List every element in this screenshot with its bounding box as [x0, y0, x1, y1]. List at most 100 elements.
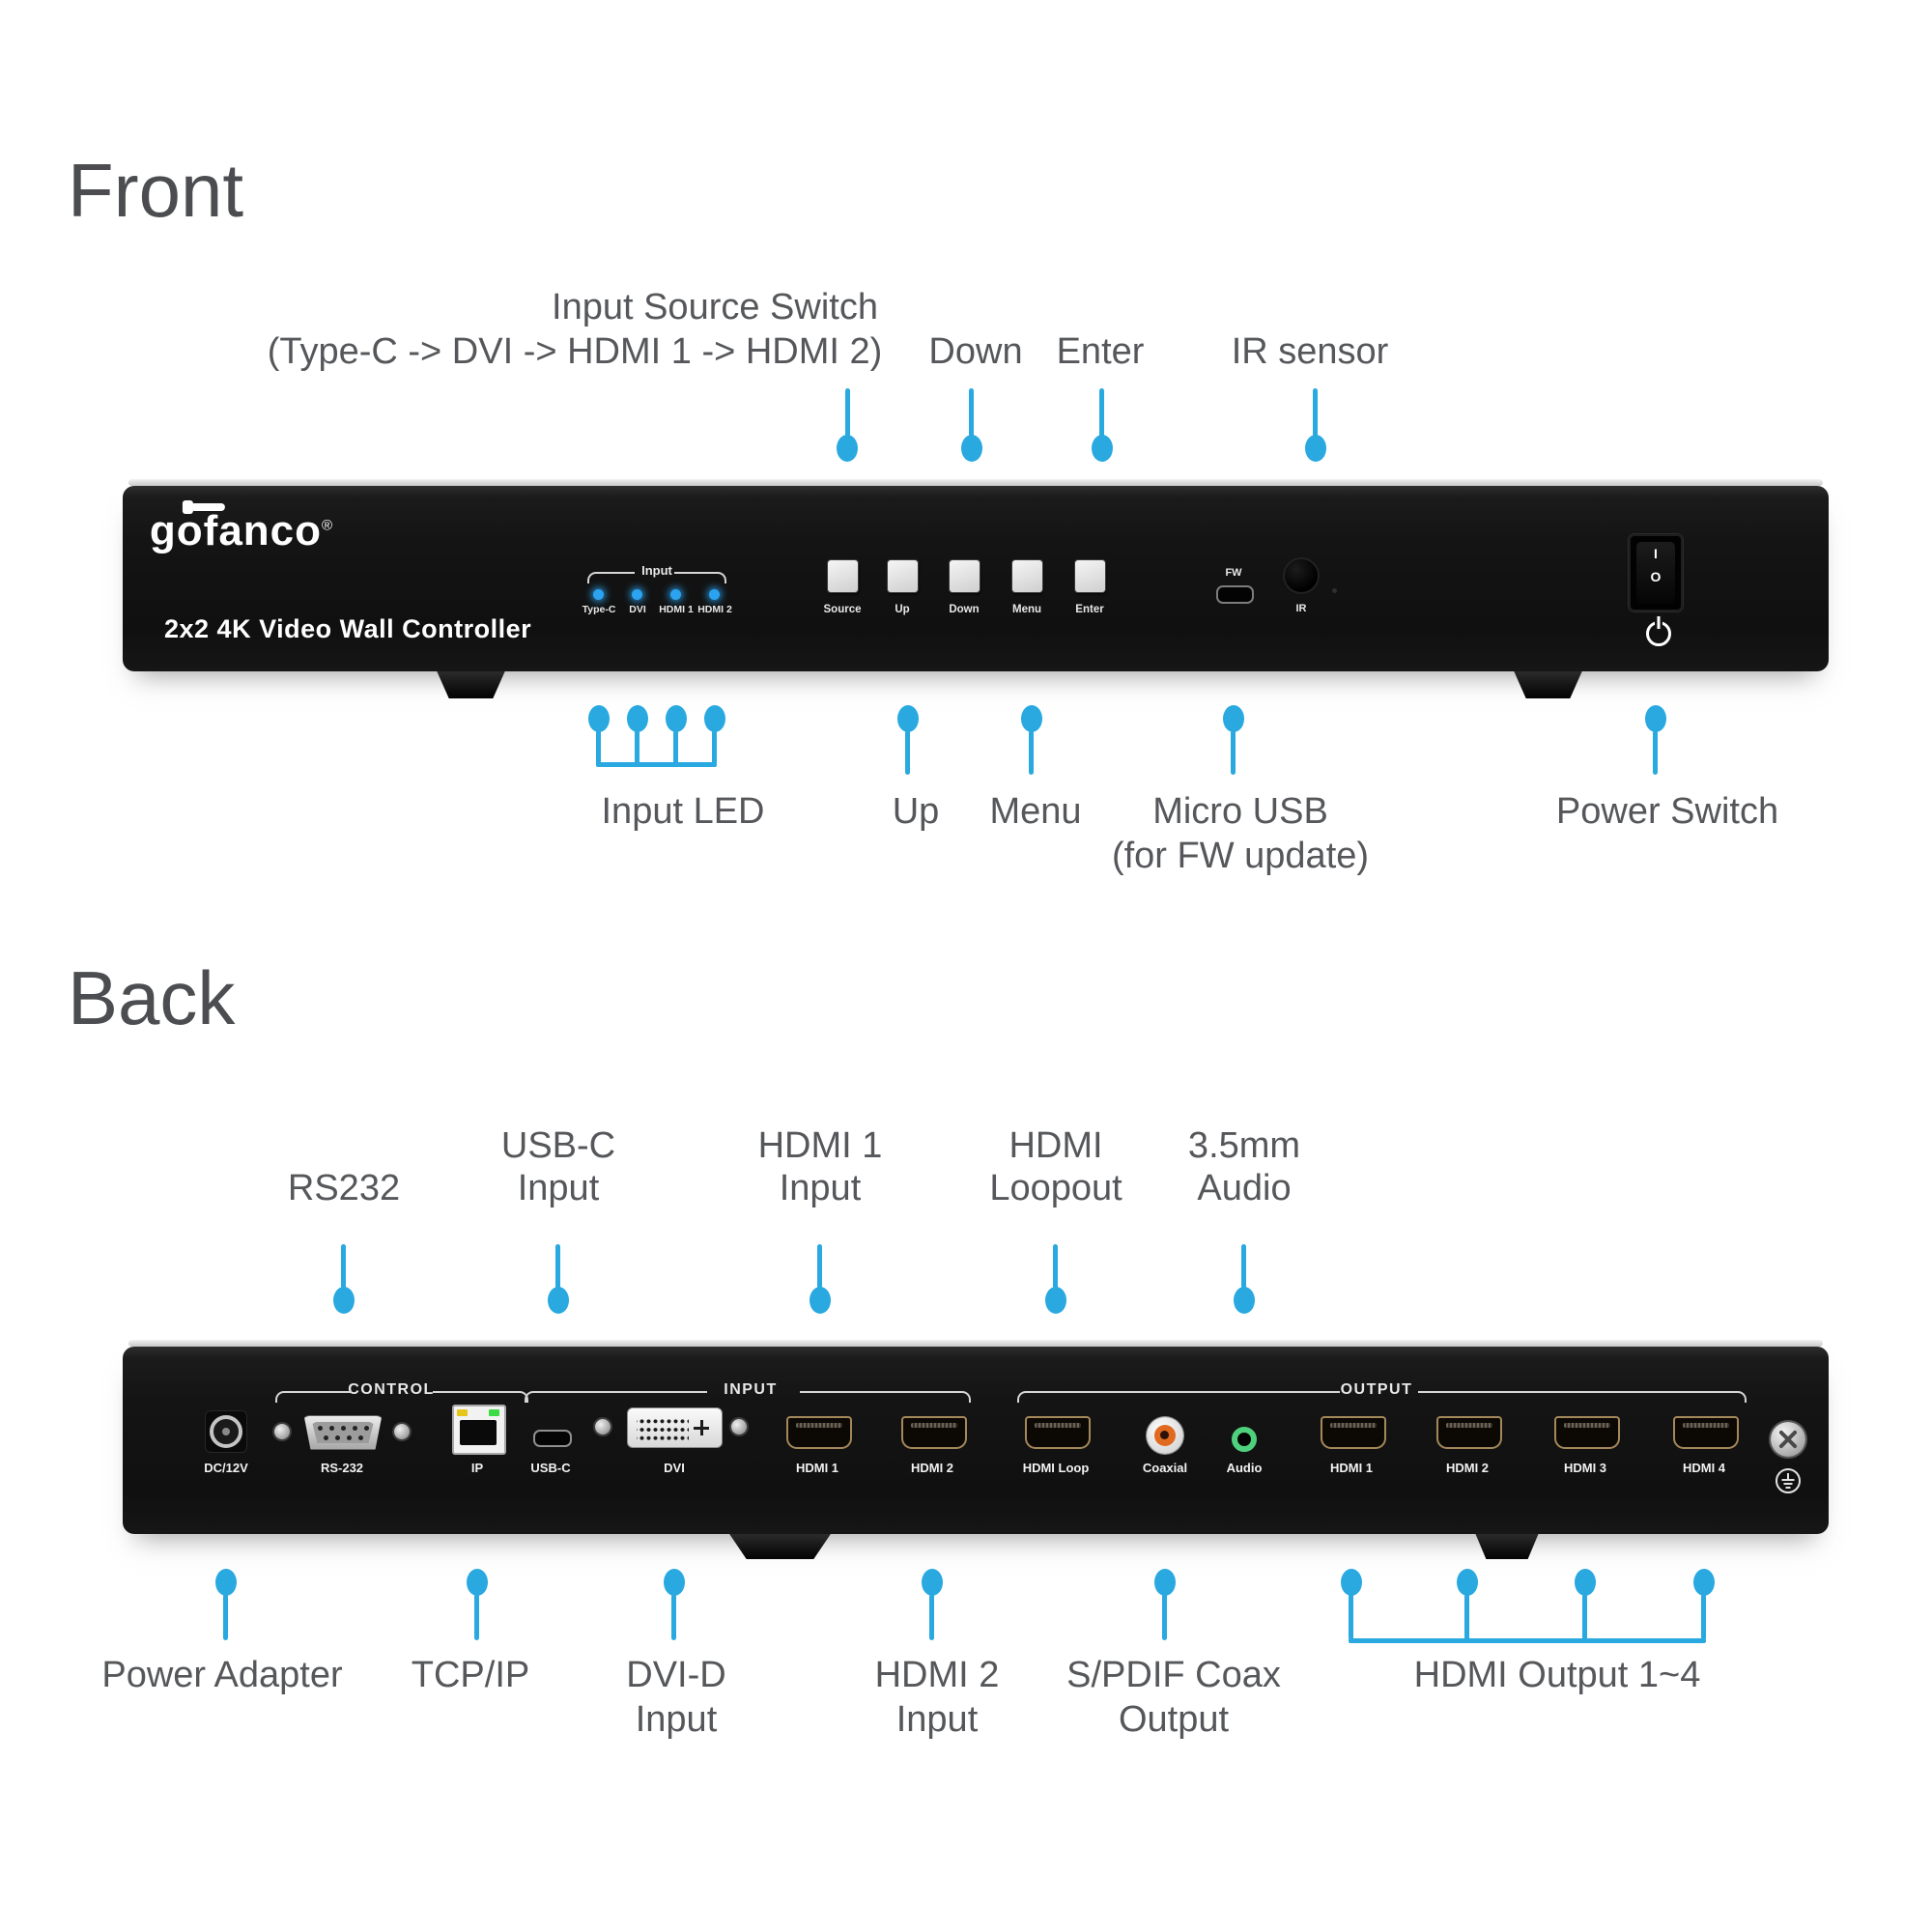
- rs232-pin-hole: [318, 1426, 323, 1431]
- callout-stem: [1582, 1594, 1587, 1640]
- hdmi-output-2-port[interactable]: [1436, 1416, 1502, 1449]
- hdmi-contacts: [1446, 1423, 1492, 1428]
- rs232-pin-hole: [358, 1435, 363, 1440]
- hdmi-input-1-port[interactable]: [786, 1416, 852, 1449]
- callout-dot: [627, 705, 648, 732]
- callout-dot: [215, 1569, 237, 1596]
- usb-c-port[interactable]: [533, 1430, 572, 1447]
- callout-stem: [1241, 1244, 1246, 1289]
- ground-symbol-icon: [1776, 1468, 1801, 1493]
- callout-label-menu: Menu: [989, 791, 1082, 832]
- device-foot: [1513, 669, 1583, 698]
- hdmi-loop-label: HDMI Loop: [1022, 1461, 1090, 1475]
- callout-label-35mm: 3.5mm: [1187, 1125, 1301, 1166]
- source-button-label: Source: [823, 604, 862, 615]
- ethernet-link-led: [489, 1409, 499, 1416]
- enter-button[interactable]: [1075, 560, 1105, 592]
- callout-dot: [1645, 705, 1666, 732]
- input-bracket-left: [525, 1391, 707, 1403]
- callout-label-hdmi-loop: HDMI: [1009, 1125, 1103, 1166]
- callout-label-input-source-switch: Input Source Switch: [552, 287, 878, 327]
- callout-stem: [1313, 388, 1318, 437]
- audio-label: Audio: [1226, 1461, 1263, 1475]
- callout-dot: [1693, 1569, 1715, 1596]
- type-c-led-label: Type-C: [582, 604, 616, 615]
- callout-stem: [1162, 1594, 1167, 1640]
- callout-label-hdmi2-in: HDMI 2: [874, 1655, 1000, 1695]
- callout-stem: [1053, 1244, 1058, 1289]
- ip-port-label: IP: [470, 1461, 484, 1475]
- up-button-label: Up: [895, 604, 910, 615]
- output-section-label: OUTPUT: [1340, 1381, 1413, 1398]
- callout-dot: [1341, 1569, 1362, 1596]
- callout-stem: [1349, 1594, 1353, 1640]
- ethernet-activity-led: [457, 1409, 468, 1416]
- plug-icon: [182, 500, 193, 514]
- rs232-pin-hole: [341, 1426, 346, 1431]
- callout-stem: [1653, 730, 1658, 775]
- down-button[interactable]: [950, 560, 980, 592]
- callout-dot: [1457, 1569, 1478, 1596]
- power-symbol-icon: [1646, 621, 1671, 646]
- menu-button[interactable]: [1012, 560, 1042, 592]
- callout-dot: [1154, 1569, 1176, 1596]
- callout-stem: [969, 388, 974, 437]
- hdmi-in-1-label: HDMI 1: [795, 1461, 839, 1475]
- callout-dot: [333, 1287, 355, 1314]
- control-bracket-left: [275, 1391, 352, 1403]
- coaxial-label: Coaxial: [1142, 1461, 1188, 1475]
- hdmi2-led: [709, 589, 720, 600]
- ethernet-port[interactable]: [452, 1405, 506, 1455]
- back-device-top-edge: [128, 1340, 1823, 1347]
- callout-label-tcpip: TCP/IP: [411, 1655, 530, 1695]
- callout-stem: [673, 730, 678, 765]
- rs232-screw-left: [274, 1424, 290, 1439]
- hdmi-out-3-label: HDMI 3: [1563, 1461, 1607, 1475]
- callout-label-35mm-sub: Audio: [1197, 1168, 1292, 1208]
- registered-mark: ®: [322, 517, 334, 534]
- hdmi-output-1-port[interactable]: [1321, 1416, 1386, 1449]
- callout-dot: [1234, 1287, 1255, 1314]
- hdmi-out-4-label: HDMI 4: [1682, 1461, 1726, 1475]
- callout-dot: [1092, 435, 1113, 462]
- rs232-port[interactable]: [303, 1415, 383, 1450]
- callout-stem: [223, 1594, 228, 1640]
- power-rocker[interactable]: [1636, 542, 1675, 604]
- source-button[interactable]: [828, 560, 858, 592]
- rs232-pin-hole: [353, 1426, 357, 1431]
- micro-usb-port[interactable]: [1216, 585, 1254, 604]
- callout-label-up: Up: [892, 791, 940, 832]
- hdmi-loopout-port[interactable]: [1025, 1416, 1091, 1449]
- callout-stem: [1701, 1594, 1706, 1640]
- hdmi-out-1-label: HDMI 1: [1329, 1461, 1374, 1475]
- control-bracket-right: [433, 1391, 528, 1403]
- ethernet-socket: [460, 1420, 497, 1445]
- hdmi-output-4-port[interactable]: [1673, 1416, 1739, 1449]
- dvi-port[interactable]: [627, 1407, 723, 1448]
- model-name: 2x2 4K Video Wall Controller: [164, 614, 532, 643]
- rs232-pin-hole: [324, 1435, 328, 1440]
- hdmi-input-2-port[interactable]: [901, 1416, 967, 1449]
- device-foot: [726, 1530, 834, 1559]
- reset-pinhole: [1332, 588, 1337, 593]
- callout-stem: [555, 1244, 560, 1289]
- callout-label-hdmi-loop-sub: Loopout: [989, 1168, 1122, 1208]
- callout-label-enter: Enter: [1056, 331, 1145, 372]
- callout-connector-line: [596, 762, 717, 767]
- callout-dot: [1021, 705, 1042, 732]
- hdmi-output-3-port[interactable]: [1554, 1416, 1620, 1449]
- hdmi-contacts: [1330, 1423, 1377, 1428]
- rs232-pin-hole: [335, 1435, 340, 1440]
- device-foot: [1473, 1530, 1541, 1559]
- up-button[interactable]: [888, 560, 918, 592]
- enter-button-label: Enter: [1075, 604, 1104, 615]
- type-c-led: [593, 589, 604, 600]
- dc-port-label: DC/12V: [204, 1461, 248, 1475]
- audio-jack-port[interactable]: [1232, 1427, 1257, 1452]
- input-group-bracket-right: [674, 572, 726, 583]
- front-device-top-edge: [128, 479, 1823, 486]
- power-switch[interactable]: I O: [1629, 534, 1683, 611]
- callout-label-dvid-sub: Input: [635, 1699, 718, 1740]
- callout-dot: [1045, 1287, 1066, 1314]
- callout-label-power-switch: Power Switch: [1555, 791, 1779, 832]
